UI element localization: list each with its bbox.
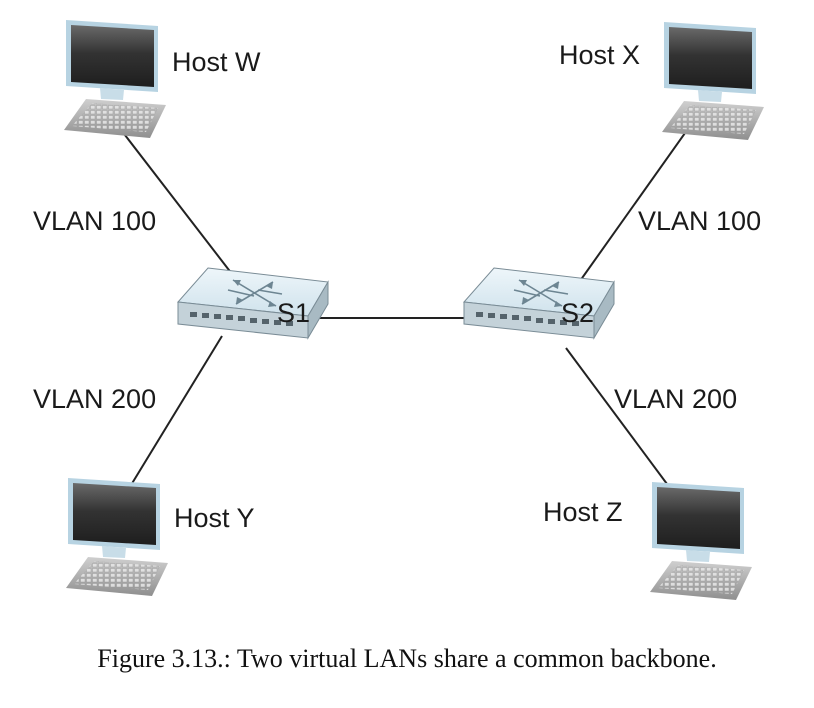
vlan-label-w-s1: VLAN 100 xyxy=(33,206,157,236)
figure-caption: Figure 3.13.: Two virtual LANs share a c… xyxy=(97,644,717,673)
host-x-label: Host X xyxy=(559,40,641,70)
vlan-label-x-s2: VLAN 100 xyxy=(638,206,762,236)
link-x-s2 xyxy=(574,125,691,289)
host-z-computer-icon xyxy=(650,482,752,600)
host-y-label: Host Y xyxy=(174,503,255,533)
link-y-s1 xyxy=(127,335,223,491)
link-w-s1 xyxy=(117,125,233,275)
host-x-computer-icon xyxy=(662,22,764,140)
switch-s2-label: S2 xyxy=(561,298,595,328)
switch-s1-label: S1 xyxy=(277,298,311,328)
host-z-label: Host Z xyxy=(543,497,623,527)
link-z-s2 xyxy=(565,347,671,489)
host-y-computer-icon xyxy=(66,478,168,596)
host-w-computer-icon xyxy=(64,20,166,138)
vlan-label-y-s1: VLAN 200 xyxy=(33,384,157,414)
vlan-label-z-s2: VLAN 200 xyxy=(614,384,738,414)
host-w-label: Host W xyxy=(172,47,261,77)
